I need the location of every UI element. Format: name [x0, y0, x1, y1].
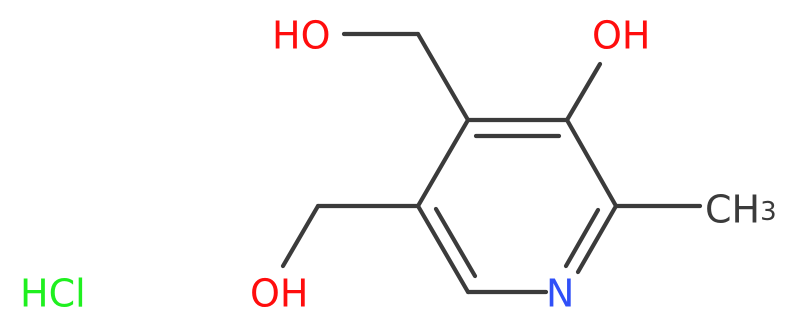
- bond-ch2-o-bottom: [280, 203, 321, 269]
- label-ho-top: HO: [272, 14, 330, 58]
- label-ch3: CH3: [705, 188, 777, 232]
- label-nitrogen: N: [546, 272, 574, 316]
- bond-c3-o: [564, 61, 603, 123]
- bond-group: [280, 31, 703, 295]
- bond-c2-n-inner: [563, 207, 601, 269]
- bond-c4-ch2-top: [415, 31, 471, 123]
- bond-c5-c4: [415, 117, 471, 209]
- bond-c2-n: [575, 203, 619, 275]
- bond-c6-c5-inner: [433, 206, 478, 279]
- label-oh-top: OH: [592, 14, 650, 58]
- bond-c3-c2: [564, 117, 619, 209]
- label-oh-bottom: OH: [250, 272, 308, 316]
- bond-c6-c5: [415, 203, 471, 295]
- label-hcl: HCl: [20, 272, 86, 316]
